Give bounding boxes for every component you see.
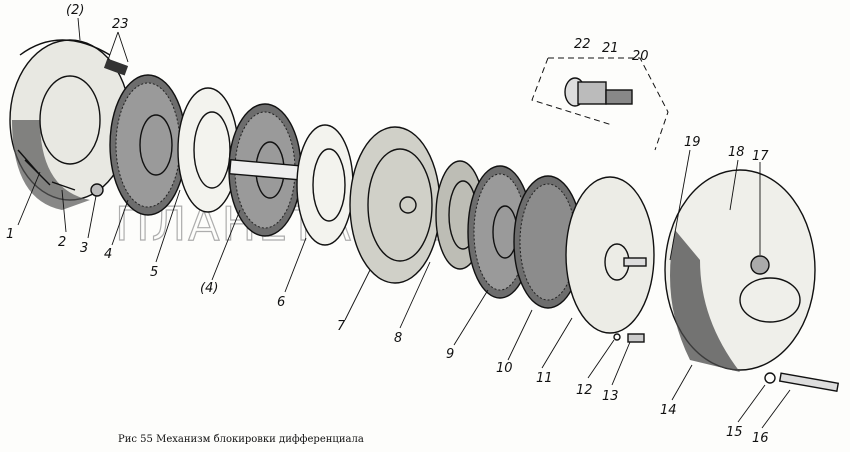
label-21: 21: [602, 41, 619, 56]
label-22: 22: [574, 37, 591, 52]
part-4-friction-disc: [109, 74, 187, 216]
label-18: 18: [728, 145, 745, 160]
label-4b: (4): [200, 281, 218, 296]
label-6: 6: [277, 295, 285, 310]
label-14: 14: [660, 403, 677, 418]
part-3-screw: [51, 181, 104, 197]
leader-lines: [17, 17, 791, 429]
inset-parts-20-22: [531, 57, 669, 151]
part-10-disc: [513, 175, 583, 309]
part-16-bolt: [764, 372, 840, 392]
label-5: 5: [150, 265, 158, 280]
label-12: 12: [576, 383, 593, 398]
label-4: 4: [104, 247, 112, 262]
part-18-cover: [664, 169, 816, 372]
label-9: 9: [446, 347, 454, 362]
label-13: 13: [602, 389, 619, 404]
label-17: 17: [752, 149, 769, 164]
part-5-ring: [177, 87, 239, 213]
label-15: 15: [726, 425, 743, 440]
label-2: 2: [58, 235, 66, 250]
label-8: 8: [394, 331, 402, 346]
part-13-screw: [613, 333, 645, 343]
label-20: 20: [632, 49, 649, 64]
label-23: 23: [112, 17, 129, 32]
label-10: 10: [496, 361, 513, 376]
label-19: 19: [684, 135, 701, 150]
part-7-flanged-disc: [349, 126, 441, 284]
label-3: 3: [80, 241, 88, 256]
label-1: 1: [6, 227, 14, 242]
part-11-pressure-plate: [565, 176, 655, 334]
part-6-ring: [296, 124, 354, 246]
label-16: 16: [752, 431, 769, 446]
figure-caption: Рис 55 Механизм блокировки дифференциала: [118, 434, 364, 445]
label-2-paren: (2): [66, 3, 84, 18]
label-11: 11: [536, 371, 553, 386]
callout-labels: (2) 23 1 2 3 4 5 (4) 6 7 8 9 10 11 12 13…: [6, 3, 769, 446]
label-7: 7: [337, 319, 346, 334]
part-23-clips: [103, 58, 129, 76]
